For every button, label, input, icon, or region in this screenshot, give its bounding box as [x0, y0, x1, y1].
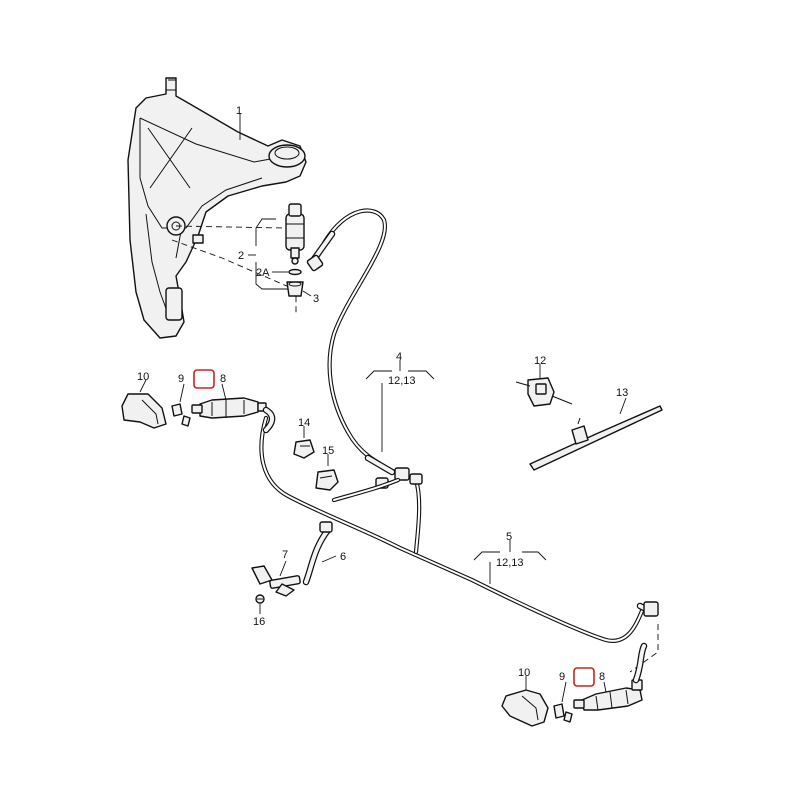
highlight-box-left	[193, 369, 215, 389]
label-15: 15	[322, 445, 334, 457]
label-5-ref: 12,13	[496, 557, 524, 569]
clip-left[interactable]	[171, 403, 191, 427]
label-7: 7	[282, 549, 288, 561]
screw[interactable]	[255, 594, 265, 604]
hose-4[interactable]	[306, 208, 401, 477]
clip-holder[interactable]	[515, 377, 573, 407]
label-4: 4	[396, 351, 402, 363]
label-9-left: 9	[178, 373, 184, 385]
label-6: 6	[340, 551, 346, 563]
label-4-ref: 12,13	[388, 375, 416, 387]
label-2a: 2A	[256, 267, 270, 279]
cap-left[interactable]	[121, 393, 167, 429]
label-1: 1	[236, 105, 242, 117]
label-8-left: 8	[220, 373, 226, 385]
cap-right[interactable]	[501, 689, 549, 727]
connector-14[interactable]	[293, 439, 315, 459]
label-14: 14	[298, 417, 310, 429]
label-16: 16	[253, 616, 265, 628]
label-12: 12	[534, 355, 546, 367]
bracket-15[interactable]	[315, 469, 339, 491]
highlight-box-right	[573, 667, 595, 687]
label-10-left: 10	[137, 371, 149, 383]
nozzle-right[interactable]	[573, 679, 643, 711]
clip-right[interactable]	[553, 703, 573, 723]
label-10-right: 10	[518, 667, 530, 679]
label-13: 13	[616, 387, 628, 399]
nozzle-left[interactable]	[191, 397, 267, 419]
label-9-right: 9	[559, 671, 565, 683]
grommet[interactable]	[286, 281, 304, 297]
label-5: 5	[506, 531, 512, 543]
check-valve[interactable]	[251, 565, 301, 597]
label-2: 2	[238, 250, 244, 262]
label-8-right: 8	[599, 671, 605, 683]
reservoir-tank[interactable]	[127, 77, 307, 339]
washer-pump[interactable]	[285, 203, 305, 265]
label-3: 3	[313, 293, 319, 305]
hose-5[interactable]	[259, 415, 659, 643]
hose-6[interactable]	[302, 521, 333, 586]
pump-seal[interactable]	[288, 268, 302, 276]
cable-tie[interactable]	[529, 405, 663, 471]
